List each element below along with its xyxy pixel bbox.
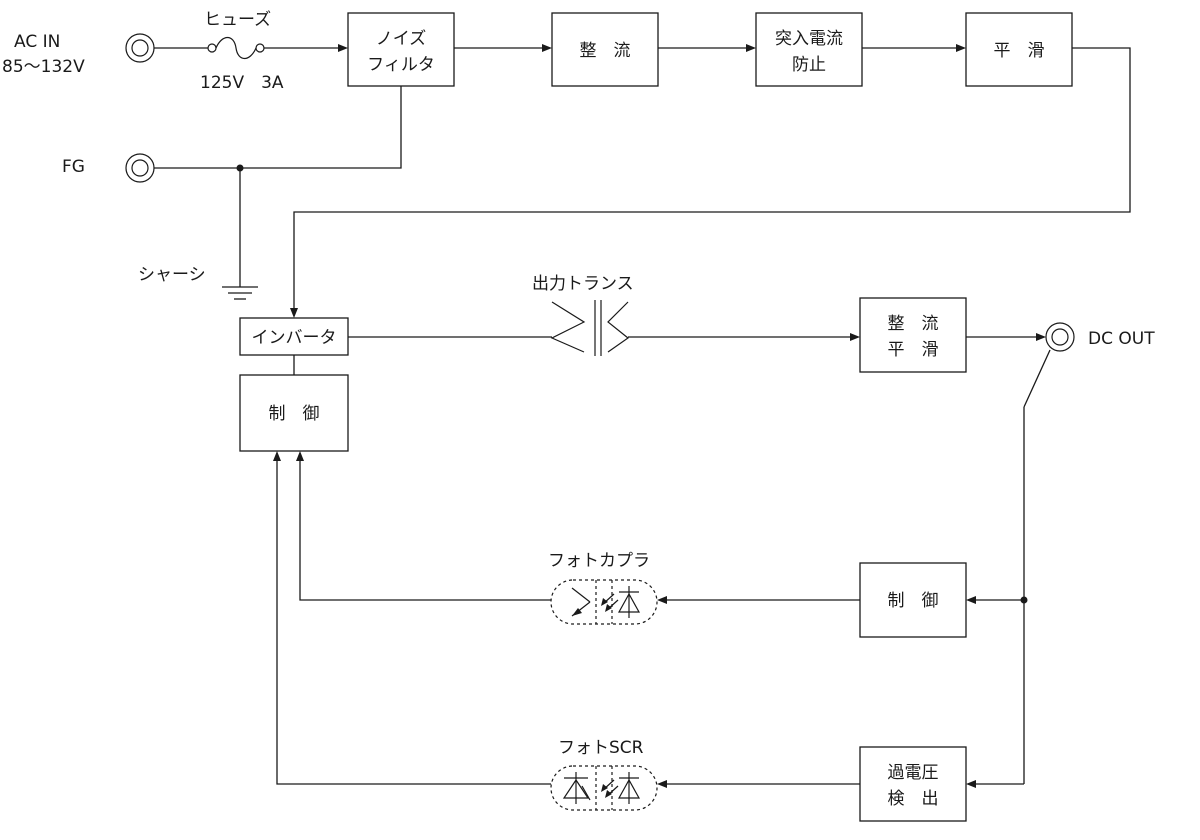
photocoupler-label: フォトカプラ (548, 551, 650, 571)
fg-terminal-icon (125, 153, 155, 183)
rectifier-label: 整 流 (580, 41, 631, 61)
chassis-label: シャーシ (138, 265, 206, 285)
rectifier-block: 整 流 (551, 12, 659, 87)
primary-control-block: 制 御 (239, 374, 349, 452)
noise-filter-block: ノイズ フィルタ (347, 12, 455, 87)
smoothing-block: 平 滑 (965, 12, 1073, 87)
inrush-prevention-block: 突入電流 防止 (755, 12, 863, 87)
rectifier-smoothing-label-1: 整 流 (888, 314, 939, 334)
primary-control-label: 制 御 (269, 404, 320, 424)
secondary-control-label: 制 御 (888, 591, 939, 611)
rectifier-smoothing-label-2: 平 滑 (888, 340, 939, 360)
fg-chassis-wires (154, 86, 402, 287)
inverter-label: インバータ (252, 328, 337, 348)
photo-scr-icon (550, 765, 658, 811)
output-transformer-label: 出力トランス (532, 274, 634, 294)
inverter-block: インバータ (239, 317, 349, 356)
fuse-icon (207, 36, 265, 60)
fuse-rating-label: 125V 3A (200, 73, 284, 93)
ac-in-label: AC IN (14, 32, 60, 52)
inrush-label-2: 防止 (792, 55, 826, 75)
overvoltage-label-1: 過電圧 (888, 763, 939, 783)
top-row-wires (154, 44, 1131, 318)
fg-label: FG (62, 157, 85, 177)
noise-filter-label-2: フィルタ (367, 55, 435, 75)
chassis-ground-icon (222, 286, 258, 300)
fuse-label: ヒューズ (204, 10, 271, 30)
dc-out-terminal-icon (1045, 322, 1075, 352)
feedback-sense-wires (966, 349, 1051, 788)
photo-scr-label: フォトSCR (558, 738, 644, 758)
inrush-label-1: 突入電流 (775, 29, 843, 49)
ac-in-voltage-label: 85～132V (2, 57, 85, 77)
photocoupler-icon (550, 579, 658, 625)
overvoltage-detection-block: 過電圧 検 出 (859, 746, 967, 822)
ac-in-terminal-icon (125, 33, 155, 63)
noise-filter-label-1: ノイズ (376, 29, 427, 49)
smoothing-label: 平 滑 (994, 41, 1045, 61)
rectifier-smoothing-block: 整 流 平 滑 (859, 297, 967, 373)
output-transformer-icon (550, 300, 630, 356)
dc-out-label: DC OUT (1088, 329, 1155, 349)
secondary-control-block: 制 御 (859, 562, 967, 638)
feedback-return-wires (273, 451, 860, 788)
power-path-wires (293, 333, 1046, 375)
overvoltage-label-2: 検 出 (888, 789, 939, 809)
